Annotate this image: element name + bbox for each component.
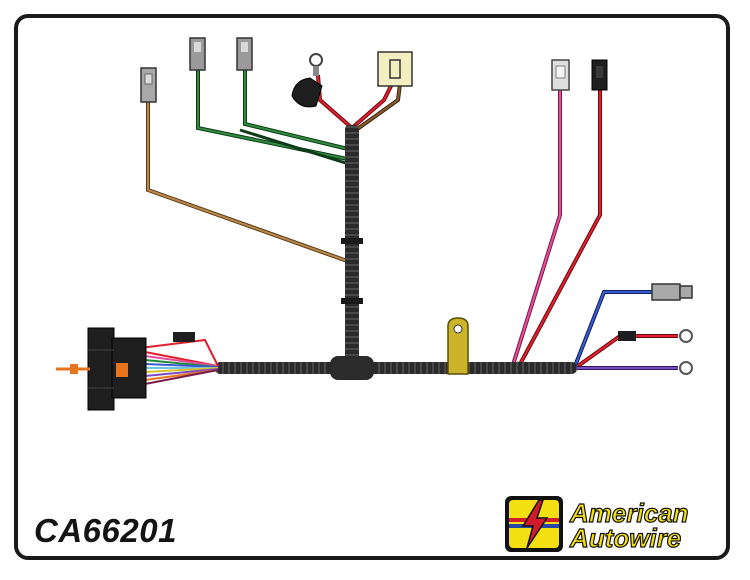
- connector-green-1: [189, 37, 206, 71]
- orange-stud: [56, 364, 90, 374]
- brown-wire: [146, 100, 351, 264]
- main-connector: [87, 327, 147, 411]
- connector-spade-right: [651, 283, 693, 301]
- brand-name-line2: Autowire: [569, 523, 682, 553]
- part-number: CA66201: [34, 512, 177, 549]
- vertical-loom: [341, 125, 363, 370]
- connector-green-2: [236, 37, 253, 71]
- fanout-wires: [139, 332, 219, 385]
- mounting-clamp: [447, 317, 469, 375]
- blue-wire: [573, 290, 655, 367]
- ring-terminal-top: [309, 53, 323, 76]
- main-loom: [215, 356, 577, 380]
- connector-two-pin-top: [377, 51, 413, 87]
- ring-terminal-right-2: [679, 361, 693, 375]
- diagram-frame: [14, 14, 730, 560]
- connector-black-right: [591, 59, 608, 91]
- green-wires: [196, 68, 353, 167]
- brand-logo: American Autowire: [503, 494, 717, 554]
- red-wire-ring: [576, 331, 678, 368]
- red-wire-right: [516, 90, 602, 369]
- rubber-boot-terminal: [291, 77, 323, 108]
- brand-name-line1: American: [569, 498, 689, 528]
- lightning-bolt-icon: [505, 496, 563, 552]
- ring-terminal-right-1: [679, 329, 693, 343]
- connector-white-right: [551, 59, 570, 91]
- pink-wire: [510, 90, 562, 369]
- connector-single-left: [140, 67, 157, 103]
